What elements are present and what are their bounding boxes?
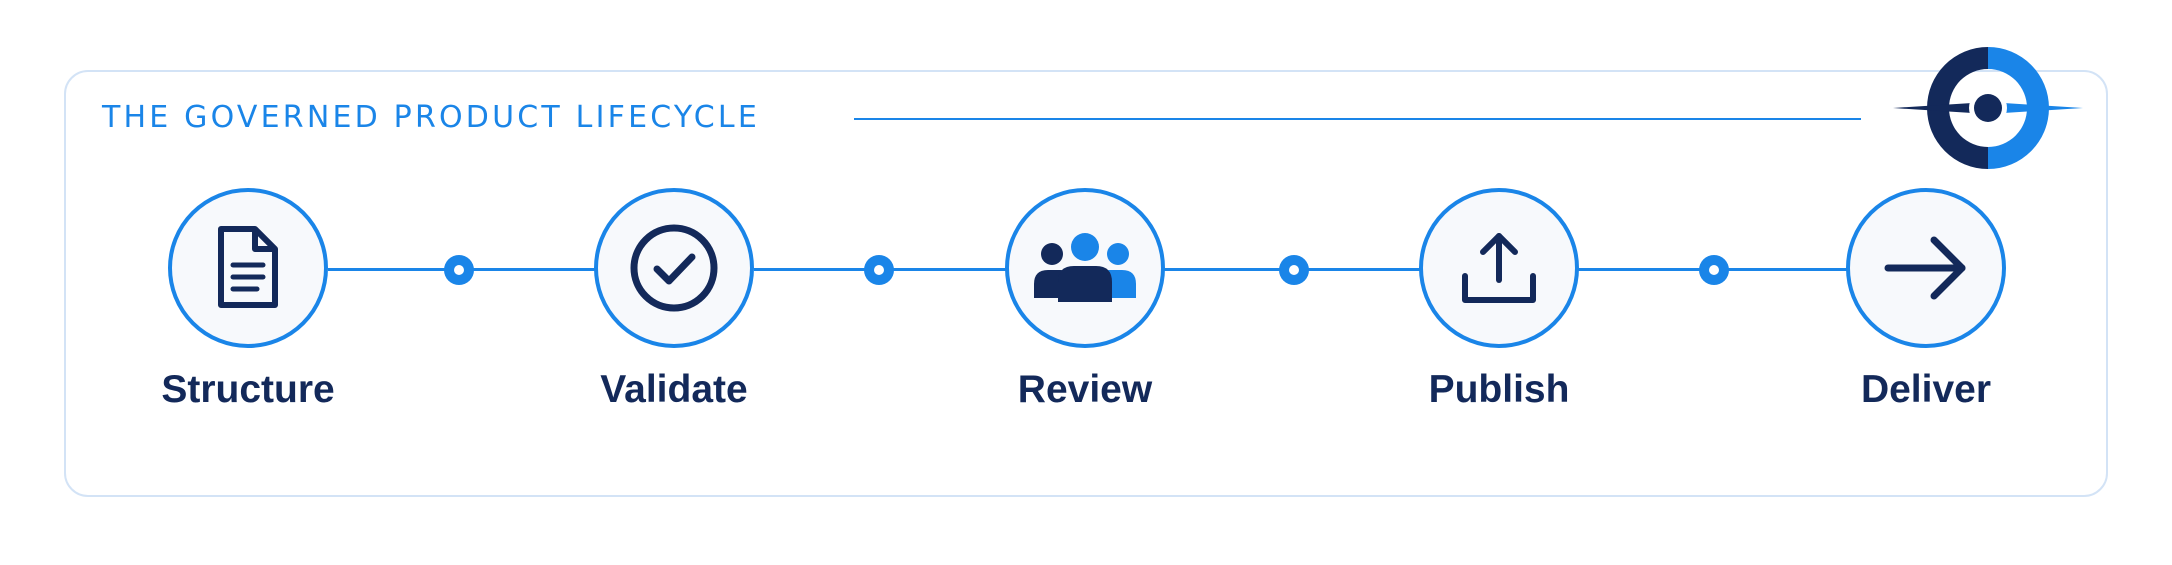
step-label-review: Review — [1017, 368, 1153, 411]
step-deliver — [1846, 188, 2006, 348]
step-structure — [168, 188, 328, 348]
step-validate — [594, 188, 754, 348]
step-review — [1005, 188, 1165, 348]
arrow-right-icon — [1882, 233, 1970, 303]
step-label-validate: Validate — [600, 368, 748, 411]
document-icon — [213, 225, 283, 311]
connector-dot — [864, 255, 894, 285]
title-divider — [854, 118, 1861, 120]
connector-dot — [1699, 255, 1729, 285]
people-group-icon — [1030, 232, 1140, 304]
upload-icon — [1459, 228, 1539, 308]
step-label-structure: Structure — [161, 368, 335, 411]
step-label-deliver: Deliver — [1860, 368, 1992, 411]
compass-ring-logo-icon — [1890, 40, 2086, 176]
connector-dot — [1279, 255, 1309, 285]
connector-dot — [444, 255, 474, 285]
step-publish — [1419, 188, 1579, 348]
diagram-title: THE GOVERNED PRODUCT LIFECYCLE — [102, 100, 760, 135]
check-circle-icon — [626, 220, 722, 316]
step-label-publish: Publish — [1428, 368, 1570, 411]
